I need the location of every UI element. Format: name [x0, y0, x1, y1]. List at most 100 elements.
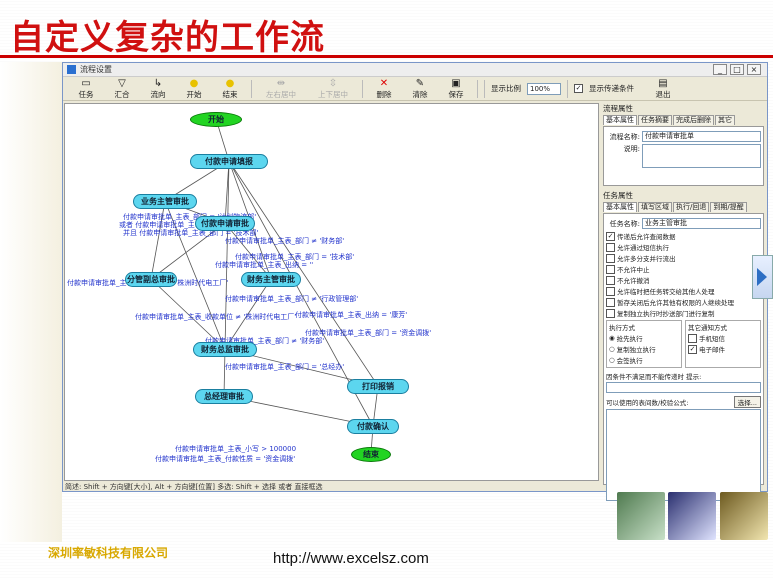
toolbar-button-delete[interactable]: ✕删除	[369, 78, 399, 100]
transfer-condition[interactable]: 付款申请审批单_主表_出纳 = ''	[215, 261, 314, 269]
show-condition-label: 显示传递条件	[589, 84, 634, 93]
transfer-condition[interactable]: 付款申请审批单_主表_部门 = '资金调拨'	[305, 329, 432, 337]
exit-button[interactable]: ▤ 退出	[648, 78, 678, 100]
toolbar-button-save[interactable]: ▣保存	[441, 78, 471, 100]
task-option-checkbox[interactable]	[606, 297, 615, 307]
show-condition-checkbox[interactable]: ✓	[574, 84, 583, 93]
transfer-condition[interactable]: 或者 付款申请审批单_主表_部门 = '生产部'	[119, 221, 255, 229]
task-node[interactable]: 付款申请填报	[190, 154, 268, 169]
flow-props-tab-3[interactable]: 其它	[715, 115, 735, 125]
minimize-button[interactable]: _	[713, 64, 727, 75]
toolbar-button-start[interactable]: ●开始	[179, 78, 209, 100]
task-option-checkbox[interactable]: ✓	[606, 231, 615, 241]
task-node[interactable]: 付款申请审批	[195, 216, 255, 231]
task-node[interactable]: 财务总监审批	[193, 342, 257, 357]
toolbar-button-label: 开始	[186, 89, 202, 99]
flow-edge[interactable]	[224, 160, 230, 224]
task-props-tab-1[interactable]: 填写区域	[638, 202, 672, 212]
flow-props-tab-2[interactable]: 完成后删除	[673, 115, 714, 125]
exec-option[interactable]: ◉抢先执行	[609, 333, 679, 343]
task-option-label: 复制独立执行时抄送部门进行复制	[617, 310, 715, 318]
workflow-window: 流程设置 _ □ × ▭任务▽汇合↳流向●开始●结束⇹左右居中⇳上下居中✕删除✎…	[62, 62, 768, 501]
task-node[interactable]: 财务主管审批	[241, 272, 301, 287]
toolbar-button-flow[interactable]: ↳流向	[143, 78, 173, 100]
notify-checkbox[interactable]: ✓	[688, 344, 697, 354]
toolbar-button-label: 结束	[222, 89, 238, 99]
formula-area[interactable]	[606, 409, 761, 501]
task-option-checkbox[interactable]	[606, 264, 615, 274]
flow-props-tab-1[interactable]: 任务摘要	[638, 115, 672, 125]
arrow-right-icon	[757, 268, 767, 286]
notify-checkbox[interactable]	[688, 333, 697, 343]
align-h-icon: ⇹	[276, 77, 286, 89]
flow-edge[interactable]	[224, 278, 272, 350]
transfer-condition[interactable]: 付款申请审批单_主表_付款性质 = '资金调拨'	[155, 455, 296, 463]
flow-edge[interactable]	[150, 200, 166, 280]
transfer-condition[interactable]: 付款申请审批单_主表_部门 = '总经办'	[225, 363, 345, 371]
toolbar-button-clear[interactable]: ✎清除	[405, 78, 435, 100]
transfer-condition[interactable]: 付款申请审批单_主表_收款单位 ≠ '株洲时代电工厂'	[135, 313, 297, 321]
flow-edge[interactable]	[150, 278, 226, 350]
close-button[interactable]: ×	[747, 64, 761, 75]
task-props-tab-0[interactable]: 基本属性	[603, 202, 637, 212]
task-option-checkbox[interactable]	[606, 253, 615, 263]
toolbar-button-merge[interactable]: ▽汇合	[107, 78, 137, 100]
task-option-checkbox[interactable]	[606, 242, 615, 252]
task-name-input[interactable]: 业务主管审批	[642, 218, 761, 229]
toolbar-button-end[interactable]: ●结束	[215, 78, 245, 100]
toolbar-button-task[interactable]: ▭任务	[71, 78, 101, 100]
task-option-row: 暂存关闭后允许其他有权限的人继续处理	[606, 297, 761, 307]
flow-props-tab-0[interactable]: 基本属性	[603, 115, 637, 125]
toolbar-button-align-v[interactable]: ⇳上下居中	[310, 78, 356, 100]
task-option-checkbox[interactable]	[606, 286, 615, 296]
transfer-condition[interactable]: 付款申请审批单_主表_部门 = '计划物流部'	[123, 213, 257, 221]
transfer-condition[interactable]: 付款申请审批单_主表_部门 ≠ '行政管理部'	[225, 295, 359, 303]
flow-edge[interactable]	[228, 160, 379, 387]
next-slide-button[interactable]	[752, 255, 773, 299]
task-props-tab-3[interactable]: 到期/提醒	[710, 202, 747, 212]
flow-edge[interactable]	[224, 222, 272, 280]
task-node[interactable]: 付款确认	[347, 419, 399, 434]
flow-edge[interactable]	[224, 160, 230, 350]
toolbar-separator	[362, 79, 363, 98]
exec-option[interactable]: ○会签执行	[609, 355, 679, 365]
company-name: 深圳率敏科技有限公司	[48, 546, 169, 560]
toolbar-button-label: 左右居中	[266, 89, 296, 99]
transfer-condition[interactable]: 付款申请审批单_主表_出纳 = '康芳'	[295, 311, 408, 319]
flow-edge[interactable]	[164, 200, 226, 350]
v-logo-icon	[720, 492, 768, 540]
diagram-canvas[interactable]: 付款申请审批单_主表_部门 = '计划物流部'或者 付款申请审批单_主表_部门 …	[64, 103, 599, 481]
toolbar-button-align-h[interactable]: ⇹左右居中	[258, 78, 304, 100]
task-node[interactable]: 总经理审批	[195, 389, 253, 404]
flow-name-input[interactable]: 付款申请审批单	[642, 131, 761, 142]
terminal-node[interactable]: 结束	[351, 447, 391, 462]
notify-option: ✓电子邮件	[688, 344, 758, 354]
task-node[interactable]: 打印报销	[347, 379, 409, 394]
task-option-row: 不允许撤消	[606, 275, 761, 285]
notify-group: 其它通知方式 手机短信✓电子邮件	[685, 320, 761, 368]
transfer-condition[interactable]: 付款申请审批单_主表_部门 ≠ '财务部'	[205, 337, 325, 345]
zoom-select[interactable]: 100%	[527, 82, 561, 95]
task-props-tab-2[interactable]: 执行/回退	[673, 202, 710, 212]
select-button[interactable]: 选择...	[733, 396, 761, 408]
transfer-condition[interactable]: 并且 付款申请审批单_主表_部门 = '技术部'	[123, 229, 259, 237]
flow-desc-input[interactable]	[642, 144, 761, 168]
flow-edge[interactable]	[150, 222, 226, 280]
transfer-condition[interactable]: 付款申请审批单_主表_部门 ≠ '财务部'	[225, 237, 345, 245]
task-option-label: 允许通过短信执行	[617, 244, 669, 252]
notify-option-label: 手机短信	[699, 335, 725, 343]
task-option-checkbox[interactable]	[606, 308, 615, 318]
task-node[interactable]: 分管副总审批	[125, 272, 177, 287]
task-option-checkbox[interactable]	[606, 275, 615, 285]
website-url[interactable]: http://www.excelsz.com	[273, 550, 429, 567]
maximize-button[interactable]: □	[730, 64, 744, 75]
exit-label: 退出	[655, 89, 671, 99]
exec-option[interactable]: ○复制独立执行	[609, 344, 679, 354]
transfer-condition[interactable]: 付款申请审批单_主表_小写 > 100000	[175, 445, 297, 453]
terminal-node[interactable]: 开始	[190, 112, 242, 127]
prompt-input[interactable]	[606, 382, 761, 393]
transfer-condition[interactable]: 付款申请审批单_主表_部门 = '技术部'	[235, 253, 355, 261]
toolbar: ▭任务▽汇合↳流向●开始●结束⇹左右居中⇳上下居中✕删除✎清除▣保存 显示比例 …	[63, 77, 767, 101]
check-logo-icon	[617, 492, 665, 540]
task-node[interactable]: 业务主管审批	[133, 194, 197, 209]
